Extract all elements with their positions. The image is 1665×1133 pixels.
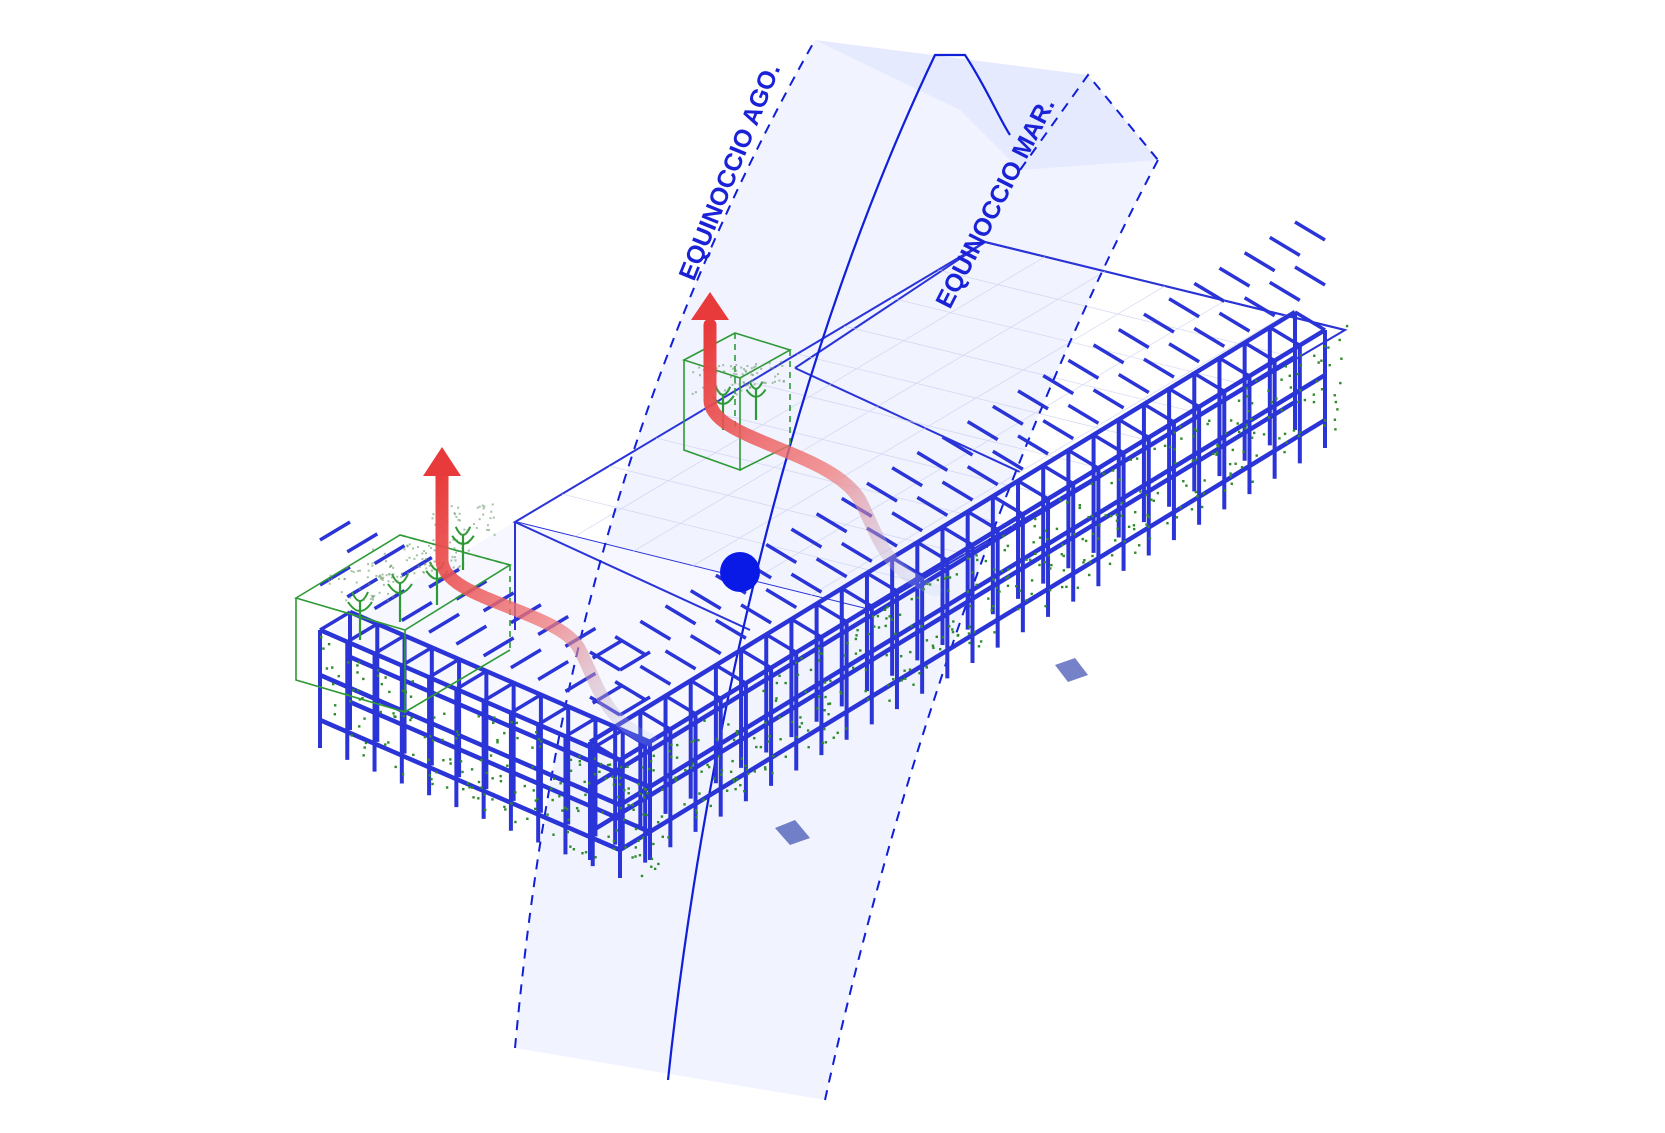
sun-path-arch — [815, 40, 1158, 170]
climbing-vegetation — [320, 324, 1349, 878]
equinox-mar-line — [824, 159, 1159, 1101]
airflow-arrow-icon — [423, 447, 461, 476]
airflow-arrow-top — [691, 292, 942, 597]
equinox-aug-line — [514, 39, 816, 1049]
airflow-arrow-left — [423, 447, 657, 747]
cast-shadow — [775, 820, 810, 845]
airflow-arrow-icon — [691, 292, 729, 320]
colonnade-structure — [318, 220, 1327, 878]
trees — [328, 361, 785, 640]
cast-shadow — [1055, 658, 1088, 682]
tree-box-left — [294, 534, 512, 714]
sun-path-line — [666, 53, 1011, 1081]
sun-icon — [720, 552, 760, 592]
equinox-top-dashes — [1019, 73, 1159, 171]
